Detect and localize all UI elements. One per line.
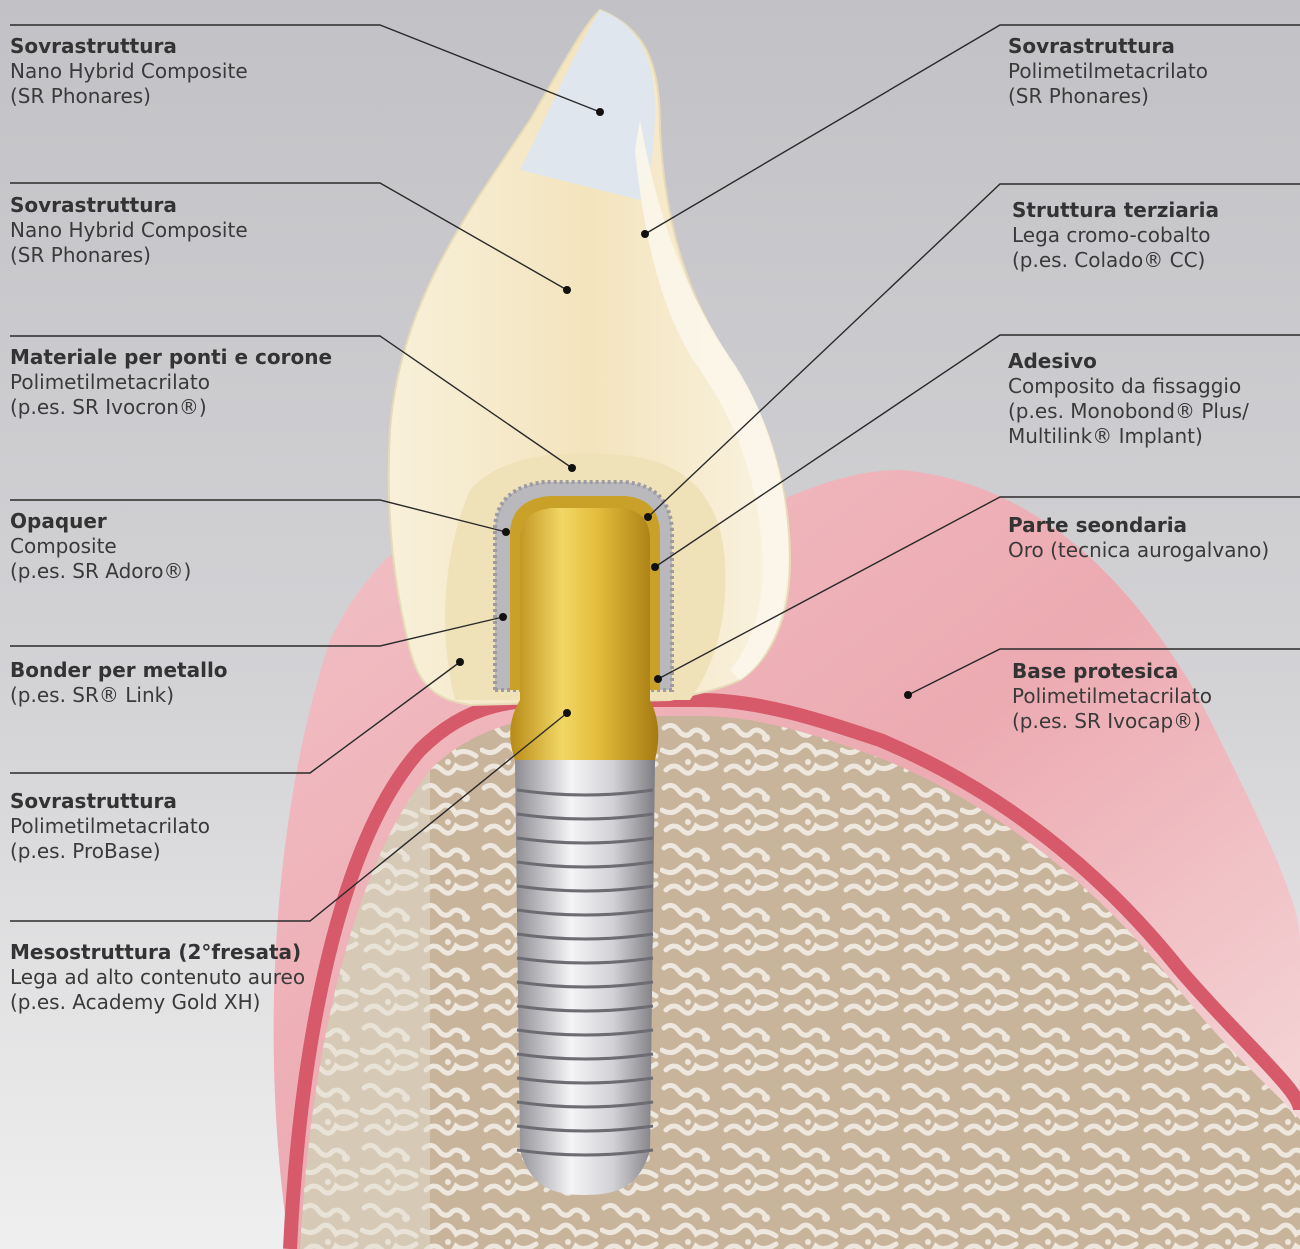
label-line: Composito da fissaggio xyxy=(1008,374,1249,399)
label-line: (p.es. SR Adoro®) xyxy=(10,559,191,584)
label-title: Sovrastruttura xyxy=(10,193,248,218)
label-line: Nano Hybrid Composite xyxy=(10,218,248,243)
label-title: Sovrastruttura xyxy=(1008,34,1208,59)
label-line: (p.es. SR Ivocap®) xyxy=(1012,709,1212,734)
label-line: Nano Hybrid Composite xyxy=(10,59,248,84)
label-line: Polimetilmetacrilato xyxy=(1012,684,1212,709)
label-line: Lega ad alto contenuto aureo xyxy=(10,965,305,990)
label-line: (p.es. Colado® CC) xyxy=(1012,248,1219,273)
label-line: (SR Phonares) xyxy=(10,84,248,109)
label-title: Sovrastruttura xyxy=(10,34,248,59)
label-tertiary-structure: Struttura terziaria Lega cromo-cobalto (… xyxy=(1012,198,1219,273)
label-line: Oro (tecnica aurogalvano) xyxy=(1008,538,1269,563)
label-line: Polimetilmetacrilato xyxy=(10,370,332,395)
label-denture-base: Base protesica Polimetilmetacrilato (p.e… xyxy=(1012,659,1212,734)
label-secondary-part: Parte seondaria Oro (tecnica aurogalvano… xyxy=(1008,513,1269,563)
label-line: (SR Phonares) xyxy=(1008,84,1208,109)
label-line: Lega cromo-cobalto xyxy=(1012,223,1219,248)
label-overstructure-nano-body: Sovrastruttura Nano Hybrid Composite (SR… xyxy=(10,193,248,268)
label-line: Polimetilmetacrilato xyxy=(1008,59,1208,84)
label-title: Parte seondaria xyxy=(1008,513,1269,538)
label-line: Polimetilmetacrilato xyxy=(10,814,210,839)
label-title: Base protesica xyxy=(1012,659,1212,684)
label-opaquer: Opaquer Composite (p.es. SR Adoro®) xyxy=(10,509,191,584)
label-mesostructure: Mesostruttura (2°fresata) Lega ad alto c… xyxy=(10,940,305,1015)
label-title: Opaquer xyxy=(10,509,191,534)
label-line: (p.es. SR Ivocron®) xyxy=(10,395,332,420)
label-title: Adesivo xyxy=(1008,349,1249,374)
label-line: (p.es. Monobond® Plus/ xyxy=(1008,399,1249,424)
label-metal-bonder: Bonder per metallo (p.es. SR® Link) xyxy=(10,658,228,708)
label-title: Mesostruttura (2°fresata) xyxy=(10,940,305,965)
label-line: (p.es. ProBase) xyxy=(10,839,210,864)
label-line: (p.es. SR® Link) xyxy=(10,683,228,708)
label-bridge-crown-material: Materiale per ponti e corone Polimetilme… xyxy=(10,345,332,420)
label-overstructure-probase: Sovrastruttura Polimetilmetacrilato (p.e… xyxy=(10,789,210,864)
label-title: Struttura terziaria xyxy=(1012,198,1219,223)
label-adhesive: Adesivo Composito da fissaggio (p.es. Mo… xyxy=(1008,349,1249,449)
label-title: Sovrastruttura xyxy=(10,789,210,814)
label-overstructure-pmma: Sovrastruttura Polimetilmetacrilato (SR … xyxy=(1008,34,1208,109)
label-line: Multilink® Implant) xyxy=(1008,424,1249,449)
label-overstructure-nano-tip: Sovrastruttura Nano Hybrid Composite (SR… xyxy=(10,34,248,109)
label-title: Bonder per metallo xyxy=(10,658,228,683)
label-line: Composite xyxy=(10,534,191,559)
label-line: (p.es. Academy Gold XH) xyxy=(10,990,305,1015)
label-line: (SR Phonares) xyxy=(10,243,248,268)
label-title: Materiale per ponti e corone xyxy=(10,345,332,370)
